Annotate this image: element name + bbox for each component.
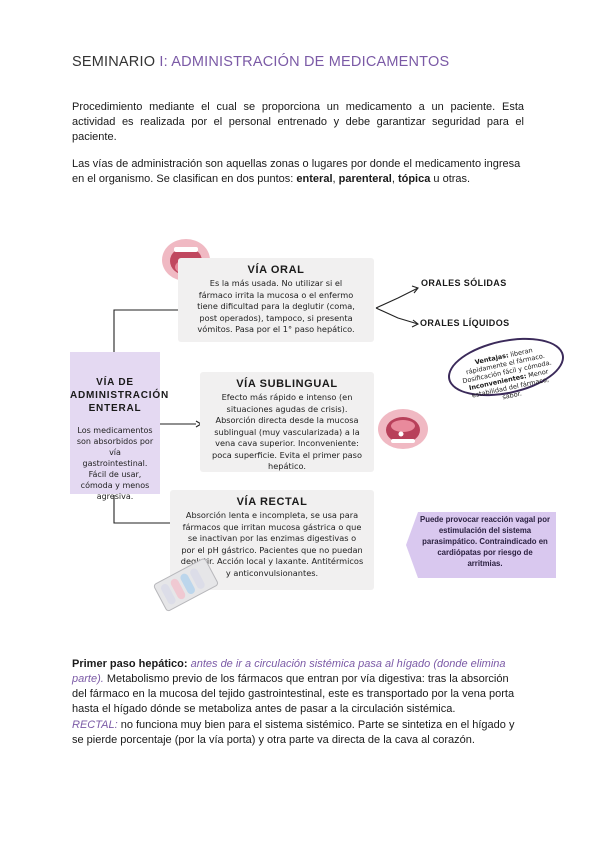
primer-paso-italic: antes de ir a circulación sistémica pasa… <box>72 658 506 685</box>
vias-text-after: u otras. <box>430 173 471 185</box>
title-prefix: SEMINARIO <box>72 54 160 70</box>
rectal-note-text: Puede provocar reacción vagal por estimu… <box>420 515 550 568</box>
connector-oral <box>113 309 178 352</box>
vias-topica: tópica <box>397 173 431 185</box>
intro-paragraph: Procedimiento mediante el cual se propor… <box>72 101 524 143</box>
vias-paragraph: Las vías de administración son aquellas … <box>72 157 524 187</box>
via-oral-title: VÍA ORAL <box>247 264 305 276</box>
connector-orales-solidas <box>375 287 419 309</box>
central-text: Los medicamentos son absorbidos por vía … <box>76 426 154 501</box>
vias-sep: , <box>332 173 339 185</box>
via-sublingual-text: Efecto más rápido e intenso (en situacio… <box>212 392 362 471</box>
primer-paso-paragraph: Primer paso hepático: antes de ir a circ… <box>72 657 524 717</box>
connector-rectal <box>113 495 170 524</box>
vias-enteral: enteral <box>296 173 333 185</box>
rectal-note-shape <box>406 512 556 578</box>
rectal-final-paragraph: RECTAL: no funciona muy bien para el sis… <box>72 718 524 748</box>
central-title: VÍA DE ADMINISTRACIÓN ENTERAL <box>70 377 169 414</box>
rectal-final-label: RECTAL: <box>72 719 118 731</box>
via-rectal-title: VÍA RECTAL <box>236 496 308 508</box>
via-sublingual-title: VÍA SUBLINGUAL <box>236 378 338 390</box>
orales-solidas-label: ORALES SÓLIDAS <box>421 278 507 288</box>
arrowhead-solidas <box>411 285 419 294</box>
via-sublingual-box: VÍA SUBLINGUAL Efecto más rápido e inten… <box>200 372 374 472</box>
via-oral-box: VÍA ORAL Es la más usada. No utilizar si… <box>178 258 374 342</box>
orales-liquidos-label: ORALES LÍQUIDOS <box>420 318 510 328</box>
rectal-note: Puede provocar reacción vagal por estimu… <box>420 514 550 569</box>
vias-parenteral: parenteral <box>338 173 392 185</box>
primer-paso-text: Metabolismo previo de los fármacos que e… <box>72 673 515 715</box>
primer-paso-label: Primer paso hepático: <box>72 658 188 670</box>
arrowhead-liquidos <box>411 319 420 328</box>
suppositories-icon <box>153 558 219 612</box>
via-rectal-text: Absorción lenta e incompleta, se usa par… <box>180 510 364 578</box>
title-main: I: ADMINISTRACIÓN DE MEDICAMENTOS <box>159 54 450 70</box>
vias-text: Las vías de administración son aquellas … <box>72 158 521 185</box>
tongue-lifted-mouth-icon <box>378 409 428 449</box>
page-title: SEMINARIO I: ADMINISTRACIÓN DE MEDICAMEN… <box>72 54 449 70</box>
via-oral-text: Es la más usada. No utilizar si el fárma… <box>197 278 355 334</box>
central-box: VÍA DE ADMINISTRACIÓN ENTERAL Los medica… <box>70 352 169 501</box>
vias-sep: , <box>391 173 398 185</box>
rectal-final-text: no funciona muy bien para el sistema sis… <box>72 719 515 746</box>
connector-orales-liquidos <box>375 307 419 325</box>
